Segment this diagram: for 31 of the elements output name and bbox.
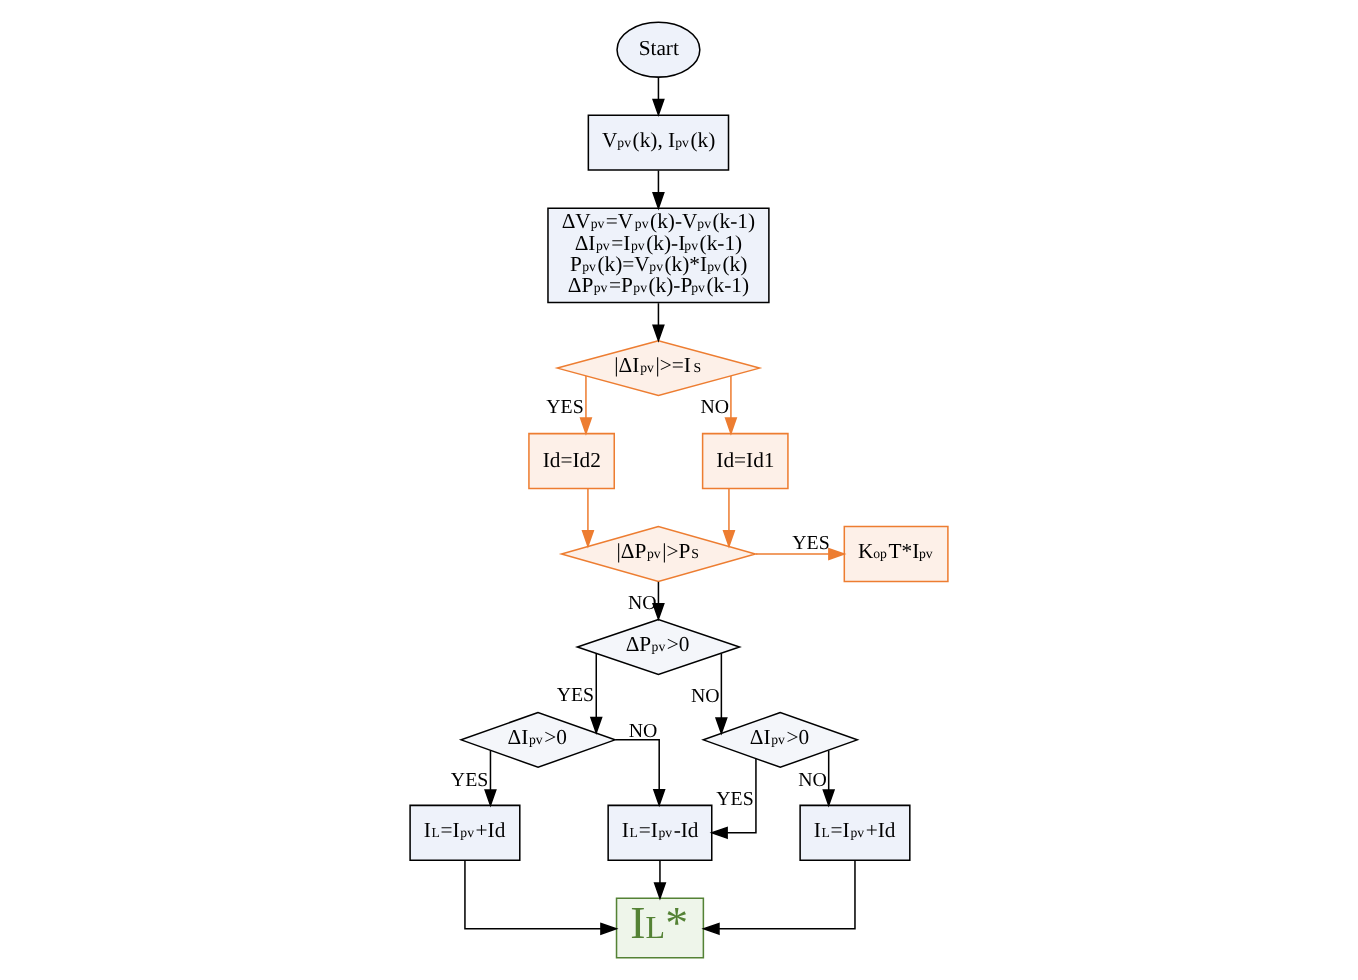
arrow	[701, 859, 856, 936]
node-ellipse: Start	[616, 21, 701, 78]
arrow	[652, 302, 665, 343]
arrow	[709, 757, 757, 840]
edge-label: YES	[556, 685, 595, 708]
edge-label: NO	[628, 721, 658, 744]
arrow	[652, 581, 665, 622]
edge-label: NO	[798, 770, 827, 793]
arrow	[714, 652, 728, 736]
arrow	[652, 169, 665, 211]
node-box: Id=Id2	[528, 432, 615, 490]
arrow	[724, 375, 738, 436]
arrow	[722, 488, 736, 549]
edge-label: YES	[792, 532, 830, 555]
edge-label: YES	[716, 788, 754, 811]
edge-label: YES	[546, 396, 584, 419]
arrow	[589, 652, 603, 736]
edge-label: YES	[450, 770, 489, 793]
arrow	[581, 488, 595, 549]
arrow	[653, 859, 667, 901]
arrow	[822, 749, 836, 808]
arrow	[484, 749, 497, 808]
arrow	[579, 375, 593, 436]
node-box: IL*	[615, 897, 705, 959]
arrow	[464, 859, 619, 936]
arrow	[755, 547, 847, 561]
edge-label: NO	[690, 685, 720, 708]
node-box: Id=Id1	[701, 432, 789, 490]
arrow	[614, 739, 666, 808]
edge-label: NO	[700, 396, 730, 419]
arrow	[652, 76, 665, 118]
